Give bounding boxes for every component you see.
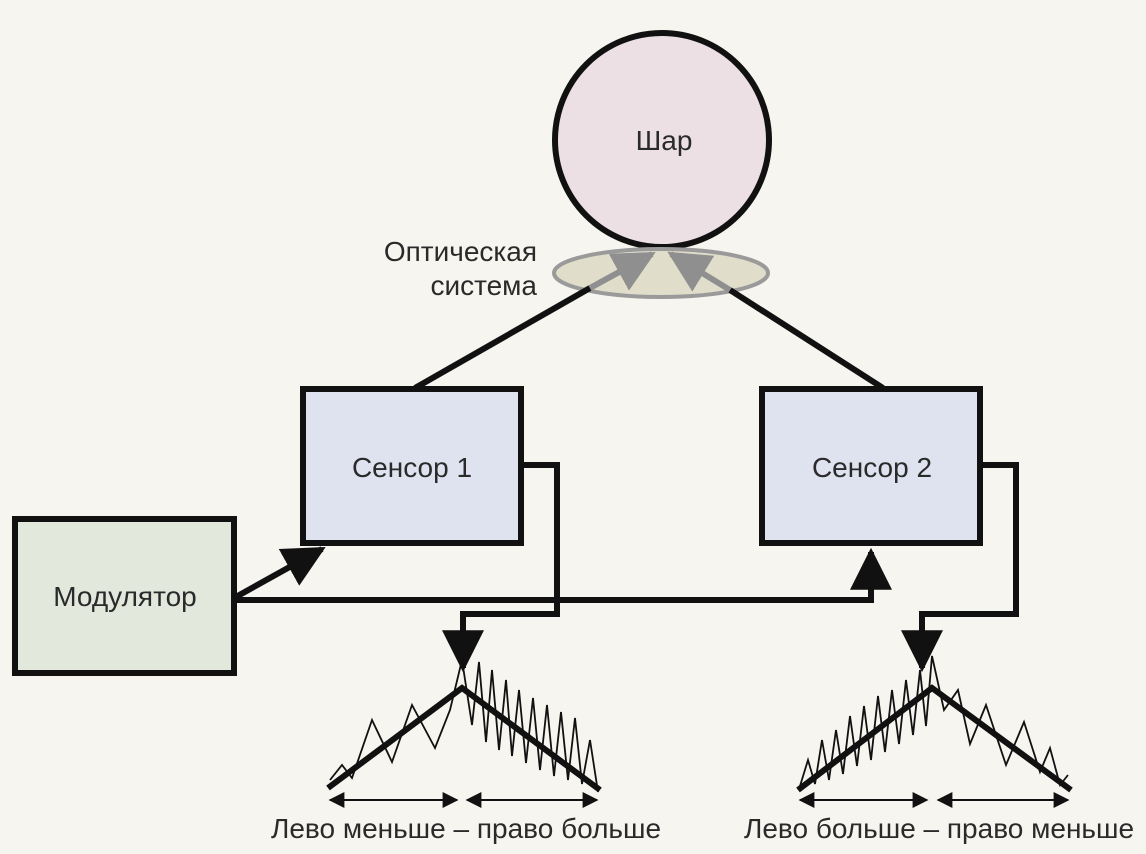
- ball: Шар: [552, 30, 772, 250]
- link-modulator-sensor2: [234, 547, 892, 603]
- ball-label: Шар: [636, 125, 693, 156]
- output-sensor1: [442, 462, 560, 673]
- beam-sensor1-black: [413, 285, 592, 391]
- modulation-links: [232, 546, 892, 603]
- sensor-1-label: Сенсор 1: [352, 452, 472, 483]
- waveform-1-caption: Лево меньше – право больше: [271, 813, 661, 844]
- modulator-box: [12, 516, 237, 676]
- waveform-2-signal: [799, 655, 1069, 787]
- waveform-2-triangle: [796, 684, 1073, 793]
- sensor-2-box: [759, 386, 983, 546]
- beam-sensor2-gray: [667, 251, 732, 293]
- beam-sensor2-black: [728, 287, 885, 391]
- sensor-outputs: [442, 462, 1019, 673]
- waveform-1-triangle: [326, 684, 602, 793]
- output-sensor2: [901, 462, 1019, 673]
- optical-lens: [552, 247, 770, 299]
- link-modulator-sensor1: [232, 546, 326, 601]
- sensor-2: Сенсор 2: [759, 386, 983, 546]
- sensor-2-label: Сенсор 2: [812, 452, 932, 483]
- optical-label-line2: система: [430, 270, 537, 301]
- waveform-1: Лево меньше – право больше: [271, 659, 661, 844]
- optical-system: Оптическая система: [384, 236, 770, 301]
- modulator-label: Модулятор: [53, 581, 196, 612]
- waveform-1-signal: [329, 659, 599, 793]
- optical-label-line1: Оптическая: [384, 236, 537, 267]
- beam-sensor1-gray: [588, 251, 656, 291]
- waveform-2-caption: Лево больше – право меньше: [744, 813, 1134, 844]
- ball-circle: [552, 30, 772, 250]
- light-beams: [413, 251, 885, 391]
- waveform-2: Лево больше – право меньше: [744, 655, 1134, 844]
- sensor-1: Сенсор 1: [300, 386, 524, 546]
- modulator: Модулятор: [12, 516, 237, 676]
